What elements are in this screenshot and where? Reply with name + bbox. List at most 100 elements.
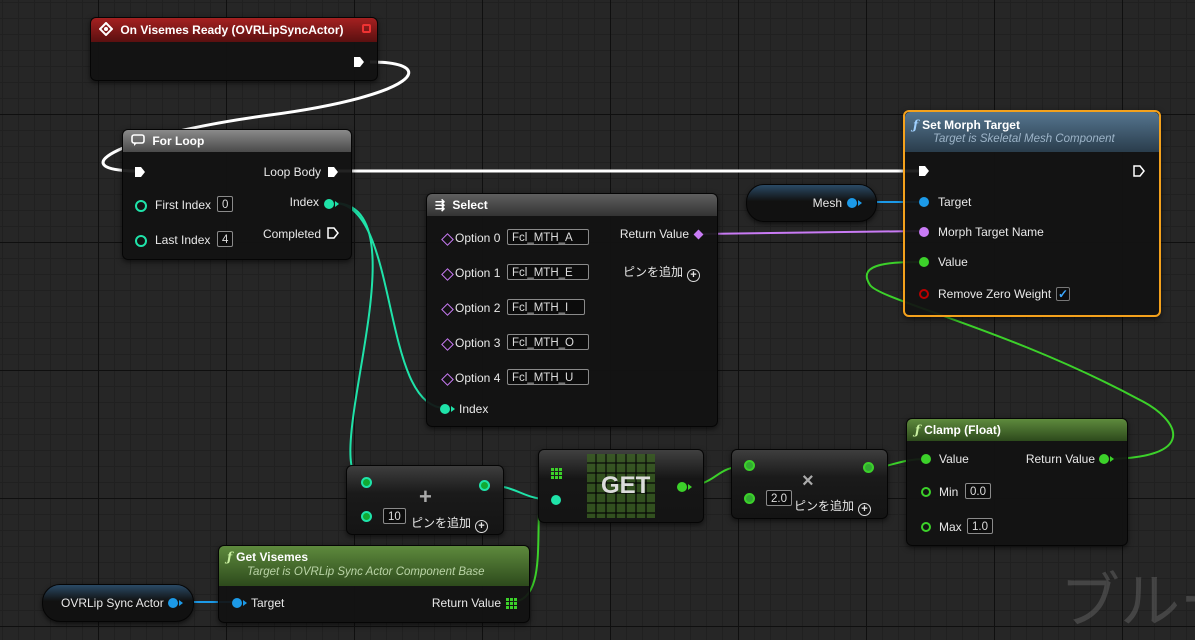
- select-icon: ⇶: [435, 198, 446, 212]
- name-wire: [699, 230, 923, 235]
- mesh-variable-node[interactable]: Mesh: [746, 184, 877, 222]
- first-index-pin[interactable]: [135, 200, 147, 212]
- mesh-out-pin[interactable]: [847, 198, 857, 208]
- clamp-return-pin[interactable]: [1099, 454, 1109, 464]
- clamp-min-input[interactable]: 0.0: [965, 483, 991, 499]
- select-return-pin[interactable]: [693, 229, 704, 240]
- remove-zero-weight-checkbox[interactable]: ✓: [1056, 287, 1070, 301]
- target-pin[interactable]: [919, 197, 929, 207]
- clamp-max-input[interactable]: 1.0: [967, 518, 993, 534]
- add-pin-icon: +: [475, 520, 489, 533]
- mesh-label: Mesh: [812, 196, 842, 210]
- add-output-pin[interactable]: [479, 480, 490, 491]
- get-output-arrow: [688, 484, 692, 490]
- get-visemes-title: Get Visemes: [236, 550, 308, 564]
- option-value-input[interactable]: Fcl_MTH_I: [507, 299, 585, 315]
- option-value-input[interactable]: Fcl_MTH_O: [507, 334, 589, 350]
- ovr-lip-sync-actor-variable-node[interactable]: OVRLip Sync Actor: [42, 584, 194, 622]
- clamp-max-pin[interactable]: [921, 522, 931, 532]
- last-index-input[interactable]: 4: [217, 231, 234, 247]
- option-pin[interactable]: [441, 268, 454, 281]
- remove-zero-weight-pin[interactable]: [919, 289, 929, 299]
- get-visemes-target-label: Target: [251, 596, 285, 610]
- value-pin[interactable]: [919, 257, 929, 267]
- function-icon: ƒ: [915, 423, 921, 437]
- clamp-value-pin[interactable]: [921, 454, 931, 464]
- multiply-node[interactable]: 2.0 × ピンを追加+: [731, 449, 888, 519]
- completed-label: Completed: [262, 227, 321, 241]
- option-value-input[interactable]: Fcl_MTH_U: [507, 369, 589, 385]
- exec-in-pin[interactable]: [918, 165, 930, 177]
- get-visemes-subtitle: Target is OVRLip Sync Actor Component Ba…: [247, 566, 485, 578]
- loop-body-exec-pin[interactable]: [327, 166, 339, 178]
- multiply-b-input[interactable]: 2.0: [766, 490, 792, 506]
- exec-out-pin[interactable]: [1133, 165, 1145, 177]
- delegate-pin-icon[interactable]: [362, 24, 371, 33]
- multiply-add-pin-button[interactable]: ピンを追加+: [794, 497, 872, 516]
- option-pin[interactable]: [441, 303, 454, 316]
- add-pin-label: ピンを追加: [411, 516, 472, 530]
- add-add-pin-button[interactable]: ピンを追加+: [411, 514, 489, 533]
- morph-target-name-label: Morph Target Name: [938, 225, 1044, 239]
- clamp-min-pin[interactable]: [921, 487, 931, 497]
- get-visemes-target-pin[interactable]: [232, 598, 242, 608]
- for-loop-header: For Loop: [123, 130, 351, 152]
- select-add-pin-button[interactable]: ピンを追加+: [623, 263, 701, 282]
- select-header: ⇶ Select: [427, 194, 717, 216]
- select-index-pin[interactable]: [440, 404, 450, 414]
- function-icon: ƒ: [913, 118, 919, 132]
- loop-body-label: Loop Body: [263, 165, 321, 179]
- add-b-input[interactable]: 10: [383, 508, 406, 524]
- completed-exec-pin[interactable]: [327, 227, 339, 239]
- exec-in-pin[interactable]: [134, 166, 146, 178]
- option-label: Option 3: [455, 336, 501, 350]
- int-wire: [333, 202, 446, 409]
- event-icon: [98, 21, 114, 37]
- first-index-label: First Index: [155, 198, 212, 212]
- clamp-min-label: Min: [939, 485, 959, 499]
- add-input-b-pin[interactable]: [361, 511, 372, 522]
- mesh-pin-arrow: [858, 200, 862, 206]
- index-label: Index: [289, 195, 319, 209]
- select-title: Select: [452, 198, 488, 212]
- add-node[interactable]: 10 + ピンを追加+: [346, 465, 504, 535]
- for-loop-node[interactable]: For Loop Loop Body First Index 0 Index L…: [122, 129, 352, 260]
- ovr-variable-label: OVRLip Sync Actor: [61, 596, 164, 610]
- get-output-pin[interactable]: [677, 482, 687, 492]
- option-value-input[interactable]: Fcl_MTH_A: [507, 229, 589, 245]
- index-out-pin[interactable]: [324, 199, 334, 209]
- event-node-on-visemes-ready[interactable]: On Visemes Ready (OVRLipSyncActor): [90, 17, 378, 81]
- set-morph-target-subtitle: Target is Skeletal Mesh Component: [933, 133, 1115, 145]
- add-input-a-pin[interactable]: [361, 477, 372, 488]
- last-index-pin[interactable]: [135, 235, 147, 247]
- array-pin-icon[interactable]: [551, 468, 562, 479]
- remove-zero-weight-label: Remove Zero Weight: [938, 287, 1052, 301]
- option-pin[interactable]: [441, 233, 454, 246]
- morph-target-name-pin[interactable]: [919, 227, 929, 237]
- array-pin-icon[interactable]: [506, 598, 517, 609]
- clamp-value-label: Value: [939, 452, 969, 466]
- set-morph-target-title: Set Morph Target: [922, 118, 1020, 132]
- index-pin-arrow: [335, 201, 339, 207]
- option-value-input[interactable]: Fcl_MTH_E: [507, 264, 589, 280]
- ovr-out-pin[interactable]: [168, 598, 178, 608]
- first-index-input[interactable]: 0: [217, 196, 234, 212]
- multiply-output-pin[interactable]: [863, 462, 874, 473]
- option-pin[interactable]: [441, 373, 454, 386]
- multiply-input-b-pin[interactable]: [744, 493, 755, 504]
- get-array-node[interactable]: GET: [538, 449, 704, 523]
- select-node[interactable]: ⇶ Select Option 0 Fcl_MTH_A Option 1 Fcl…: [426, 193, 718, 427]
- clamp-return-arrow: [1110, 456, 1114, 462]
- clamp-max-label: Max: [939, 520, 962, 534]
- add-symbol: +: [419, 484, 432, 509]
- option-pin[interactable]: [441, 338, 454, 351]
- exec-out-pin[interactable]: [353, 56, 365, 68]
- get-index-pin[interactable]: [551, 495, 561, 505]
- multiply-input-a-pin[interactable]: [744, 460, 755, 471]
- value-label: Value: [938, 255, 968, 269]
